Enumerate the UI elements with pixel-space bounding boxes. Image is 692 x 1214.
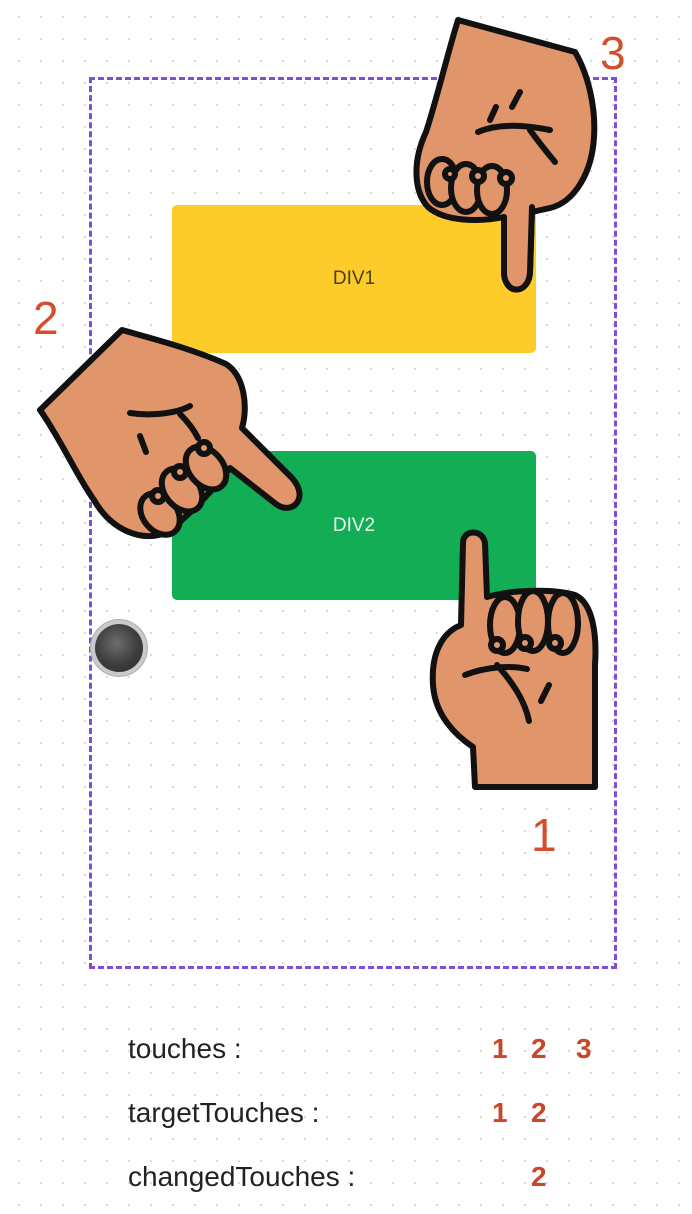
finger-number-1: 1 <box>531 809 557 861</box>
div1-box[interactable]: DIV1 <box>172 205 536 353</box>
touches-row: touches : 1 2 3 <box>128 1033 648 1073</box>
finger-number-3: 3 <box>600 27 626 79</box>
touch-area-frame <box>89 77 617 969</box>
finger-number-2: 2 <box>33 292 59 344</box>
changed-touches-label: changedTouches : <box>128 1161 356 1192</box>
div1-label: DIV1 <box>332 268 376 289</box>
pointing-hand-icon <box>37 327 303 539</box>
pointing-hand-icon <box>429 529 599 790</box>
touches-value: 1 <box>492 1033 508 1064</box>
target-touches-label: targetTouches : <box>128 1097 320 1128</box>
div2-label: DIV2 <box>332 514 376 536</box>
changed-touches-row: changedTouches : 2 <box>128 1161 648 1201</box>
target-touches-value: 1 <box>492 1097 508 1128</box>
touches-value: 2 <box>531 1033 547 1064</box>
home-button-icon[interactable] <box>95 624 143 672</box>
target-touches-value: 2 <box>531 1097 547 1128</box>
changed-touches-value: 2 <box>531 1161 547 1192</box>
target-touches-row: targetTouches : 1 2 <box>128 1097 648 1137</box>
pointing-hand-icon <box>413 17 598 293</box>
touches-value: 3 <box>576 1033 592 1064</box>
touches-label: touches : <box>128 1033 242 1064</box>
